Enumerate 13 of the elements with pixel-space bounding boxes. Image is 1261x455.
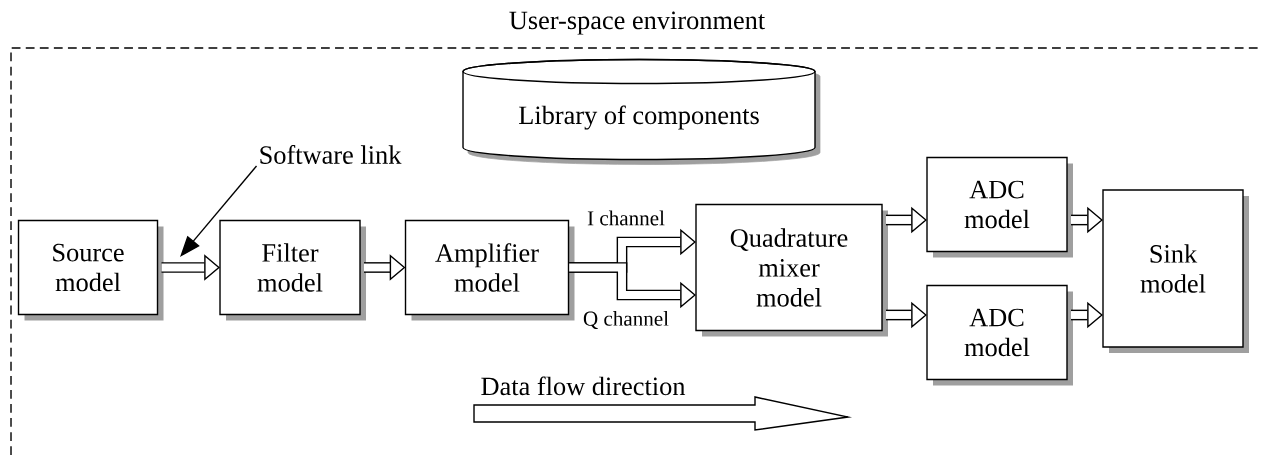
- model-box: Source model: [17, 219, 164, 321]
- callout-text: Software link: [260, 145, 402, 164]
- model-box: ADC model: [926, 156, 1073, 258]
- edge-label: Q channel: [581, 309, 671, 331]
- library-cylinder: Library of components: [462, 58, 821, 165]
- leader-line: [180, 165, 258, 257]
- model-box: Amplifier model: [404, 219, 575, 321]
- model-box: Sink model: [1102, 189, 1249, 353]
- edge-label: I channel: [585, 208, 667, 228]
- model-box: Filter model: [219, 219, 366, 321]
- model-box: Quadrature mixer model: [695, 203, 888, 337]
- model-box: ADC model: [926, 284, 1073, 386]
- direction-label: Data flow direction: [481, 376, 686, 396]
